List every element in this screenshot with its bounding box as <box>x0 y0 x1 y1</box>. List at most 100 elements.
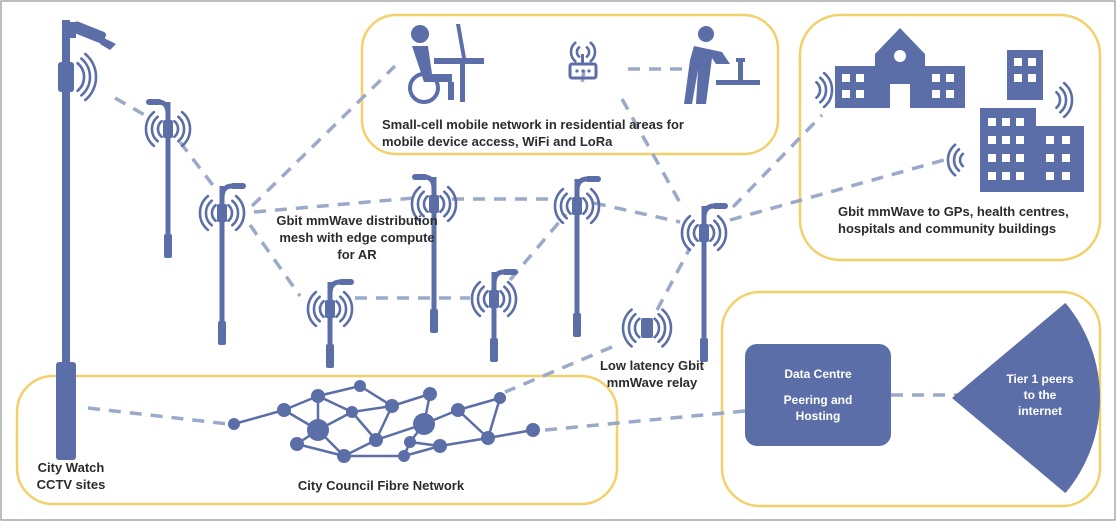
desk-top <box>434 58 484 64</box>
signal-wave <box>709 224 716 242</box>
signal-wave <box>692 224 699 242</box>
light-base <box>326 344 334 368</box>
light-head <box>338 279 354 285</box>
wireless-signal-icon <box>76 52 98 102</box>
wheelchair-wheel <box>408 72 440 104</box>
light-head <box>712 203 728 209</box>
street-light-icon <box>470 269 518 362</box>
street-light-icon <box>553 176 601 337</box>
light-unit <box>217 204 227 222</box>
signal-wave <box>569 41 577 63</box>
signal-wave <box>657 312 667 344</box>
fibre-node <box>433 439 447 453</box>
dashed-links <box>87 64 960 432</box>
light-arm <box>491 269 505 285</box>
signal-wave <box>150 115 159 143</box>
data-centre-title: Data Centre <box>784 367 852 381</box>
signal-wave <box>156 120 163 138</box>
office-window <box>1014 58 1022 66</box>
fibre-node <box>337 449 351 463</box>
signal-wave <box>416 190 425 218</box>
fibre-node <box>228 418 240 430</box>
signal-wave <box>565 197 572 215</box>
signal-wave <box>335 300 342 318</box>
light-unit <box>429 195 439 213</box>
signal-wave <box>443 190 452 218</box>
signal-wave <box>819 76 828 104</box>
link-cctv-to-light <box>114 96 151 120</box>
office-window <box>988 154 996 162</box>
signal-wave <box>446 185 458 223</box>
signal-wave <box>439 195 446 213</box>
signal-wave <box>342 290 354 328</box>
residential-area-box <box>360 13 780 156</box>
signal-wave <box>422 195 429 213</box>
school-window <box>842 74 850 82</box>
office-window <box>1016 172 1024 180</box>
office-window <box>1062 136 1070 144</box>
signal-wave <box>553 187 565 225</box>
signal-wave <box>503 285 512 313</box>
fibre-node <box>398 450 410 462</box>
school-wing-left <box>835 66 875 108</box>
school-building-icon <box>835 28 965 108</box>
office-window <box>1028 58 1036 66</box>
signal-wave <box>210 204 217 222</box>
light-base <box>164 234 172 258</box>
small-cell-label: Small-cell mobile network in residential… <box>382 117 684 149</box>
wheelchair-desk-user-icon <box>408 24 484 104</box>
signal-wave <box>1059 86 1068 114</box>
camera-lens <box>100 38 116 50</box>
office-window <box>1062 172 1070 180</box>
light-pole <box>574 179 580 315</box>
signal-wave <box>410 185 422 223</box>
fibre-node <box>290 437 304 451</box>
street-light-icon <box>144 99 192 258</box>
office-window <box>988 136 996 144</box>
school-center <box>875 28 925 108</box>
router-led <box>575 69 579 73</box>
data-centre-subtitle: Peering and Hosting <box>783 393 853 423</box>
relay-unit <box>641 318 653 338</box>
link-fibre-to-dc <box>544 409 746 432</box>
light-unit <box>325 300 335 318</box>
user-leg <box>448 82 454 100</box>
router-led <box>587 69 591 73</box>
light-head <box>502 269 518 275</box>
desk-leg <box>460 64 465 102</box>
tier1-label: Tier 1 peers to the internet <box>1006 372 1074 418</box>
link-b-to-c <box>248 223 302 298</box>
office-window <box>1014 74 1022 82</box>
data-centre-icon <box>745 344 891 446</box>
signal-wave <box>180 110 192 148</box>
signal-wave <box>633 317 641 339</box>
wireless-signal-icon <box>306 290 354 328</box>
office-window <box>1016 154 1024 162</box>
office-window <box>988 118 996 126</box>
link-relay-to-fibre <box>504 345 613 394</box>
signal-wave <box>231 199 240 227</box>
signal-wave <box>339 295 348 323</box>
light-arm <box>327 279 341 295</box>
workbench-top <box>716 80 760 85</box>
school-wing-right <box>925 66 965 108</box>
link-f-to-g <box>593 201 681 224</box>
signal-wave <box>80 57 92 97</box>
cctv-pole-mast <box>62 20 70 365</box>
office-window <box>1016 136 1024 144</box>
office-window <box>1046 154 1054 162</box>
light-unit <box>572 197 582 215</box>
wireless-signal-icon <box>198 194 246 232</box>
fibre-node <box>354 380 366 392</box>
light-head <box>412 174 428 180</box>
signal-wave <box>582 197 589 215</box>
fibre-node <box>311 389 325 403</box>
signal-wave <box>686 219 695 247</box>
light-head <box>146 99 162 105</box>
light-head <box>585 176 601 182</box>
fibre-node <box>451 403 465 417</box>
community-buildings-box <box>798 13 1102 262</box>
light-base <box>700 338 708 362</box>
